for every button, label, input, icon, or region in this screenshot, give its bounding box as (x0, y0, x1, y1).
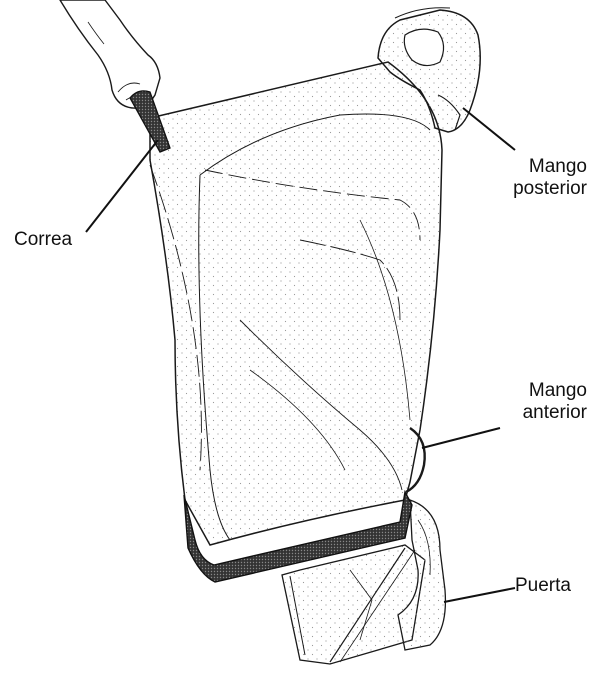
label-mango-anterior: Mango anterior (499, 380, 587, 424)
label-correa: Correa (14, 229, 72, 251)
label-puerta: Puerta (515, 575, 571, 597)
label-mango-posterior: Mango posterior (495, 156, 587, 200)
label-mango-anterior-line1: Mango (499, 380, 587, 402)
label-mango-posterior-line2: posterior (495, 178, 587, 200)
label-mango-posterior-line1: Mango (495, 156, 587, 178)
label-correa-text: Correa (14, 229, 72, 251)
grass-bag-body (150, 62, 442, 545)
leader-mango-anterior (422, 428, 500, 448)
leader-mango-posterior (463, 108, 515, 150)
leader-puerta (444, 588, 515, 602)
label-puerta-text: Puerta (515, 575, 571, 597)
label-mango-anterior-line2: anterior (499, 402, 587, 424)
leader-correa (86, 140, 158, 232)
discharge-chute (282, 545, 425, 664)
